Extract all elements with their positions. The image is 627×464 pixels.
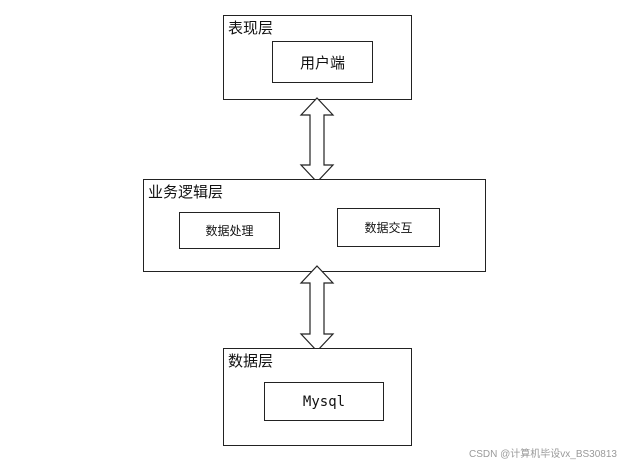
double-arrow-connector-bottom — [299, 265, 335, 352]
presentation-layer-box: 表现层 用户端 — [223, 15, 412, 100]
business-logic-layer-title: 业务逻辑层 — [148, 183, 224, 201]
presentation-layer-title: 表现层 — [228, 19, 274, 37]
double-arrow-connector-top — [299, 97, 335, 183]
mysql-box: Mysql — [264, 382, 384, 421]
data-interaction-box: 数据交互 — [337, 208, 440, 247]
data-processing-box: 数据处理 — [179, 212, 280, 249]
double-arrow-shape — [299, 265, 335, 352]
double-arrow-shape — [299, 97, 335, 183]
user-client-box: 用户端 — [272, 41, 373, 83]
data-layer-title: 数据层 — [228, 352, 274, 370]
business-logic-layer-box: 业务逻辑层 数据处理 数据交互 — [143, 179, 486, 272]
data-layer-box: 数据层 Mysql — [223, 348, 412, 446]
csdn-watermark: CSDN @计算机毕设vx_BS30813 — [469, 449, 617, 460]
